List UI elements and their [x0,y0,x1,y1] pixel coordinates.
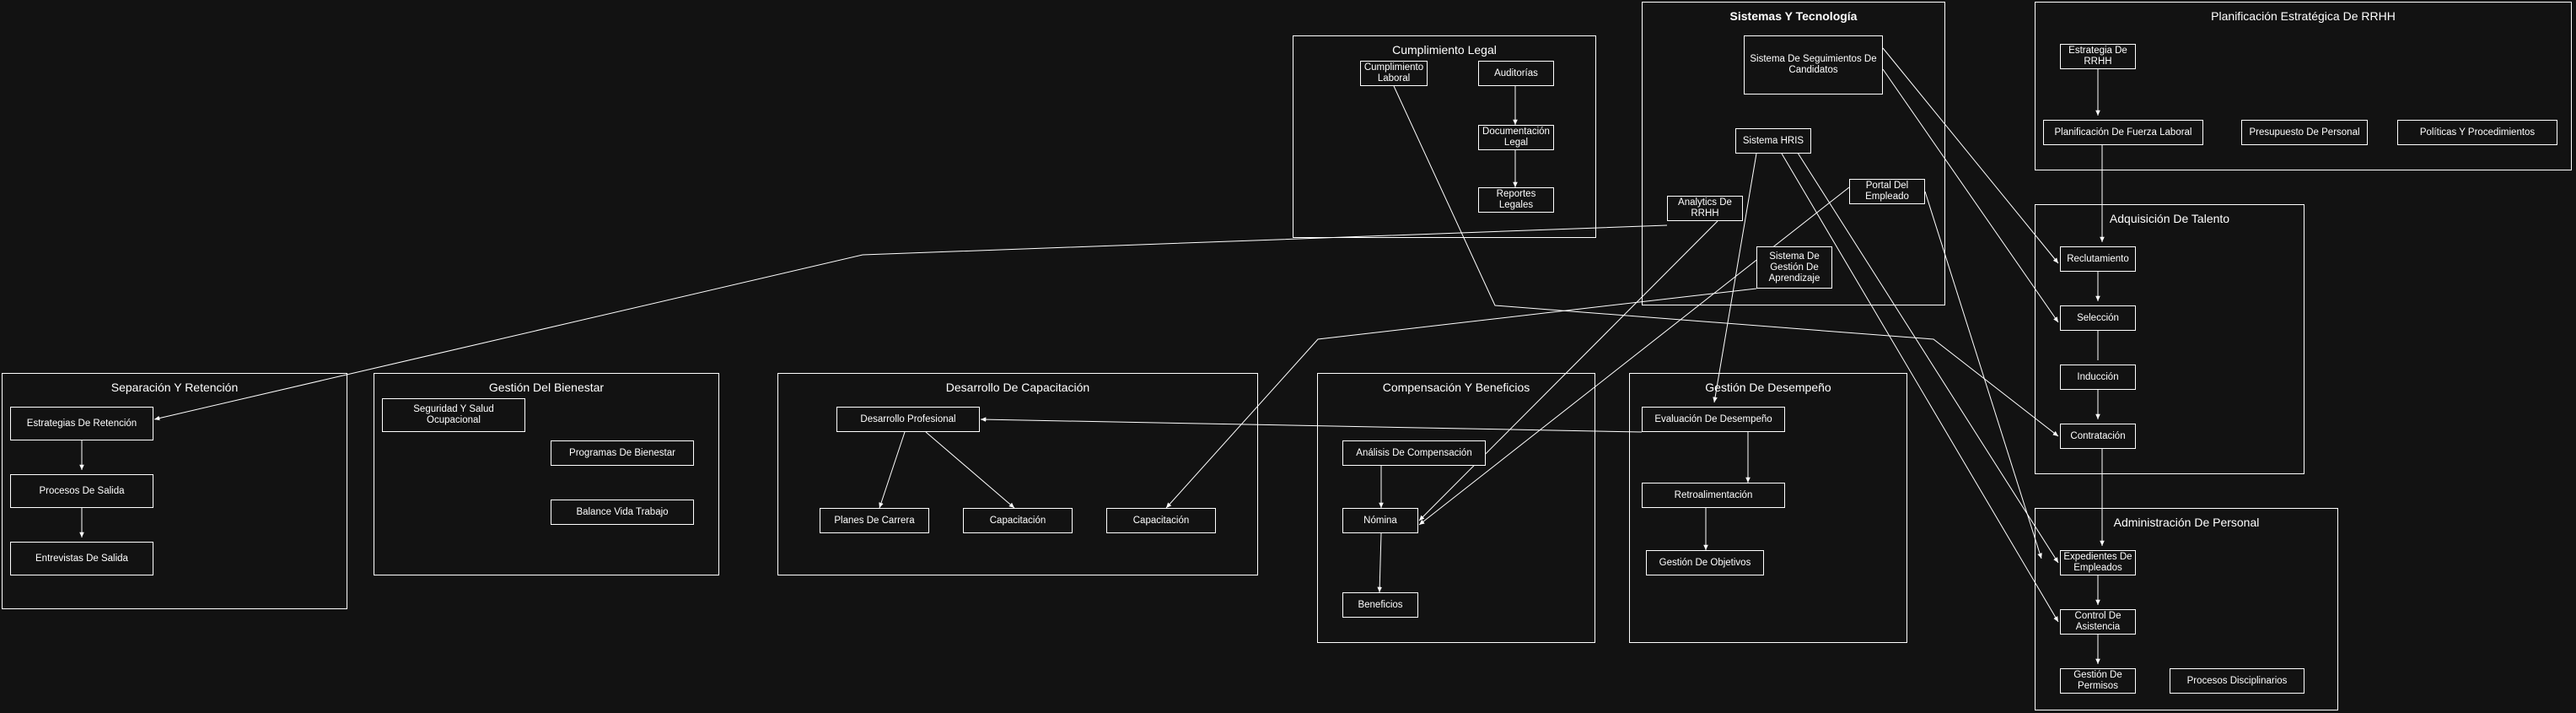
node-portal-empleado[interactable]: Portal Del Empleado [1849,179,1925,204]
node-reclutamiento[interactable]: Reclutamiento [2060,246,2136,272]
group-title: Separación Y Retención [110,381,239,394]
node-politicas-procedimientos[interactable]: Políticas Y Procedimientos [2397,120,2557,145]
group-compensacion-beneficios: Compensación Y Beneficios [1317,373,1595,643]
edge-analytics-retencion [153,224,1668,421]
group-title: Adquisición De Talento [2109,212,2230,225]
group-administracion-personal: Administración De Personal [2035,508,2338,710]
node-sistema-aprendizaje[interactable]: Sistema De Gestión De Aprendizaje [1756,246,1832,289]
group-gestion-bienestar: Gestión Del Bienestar [374,373,719,575]
node-entrevistas-salida[interactable]: Entrevistas De Salida [10,542,153,575]
node-capacitacion-1[interactable]: Capacitación [963,508,1073,533]
node-expedientes-empleados[interactable]: Expedientes De Empleados [2060,550,2136,575]
edge-hris-asistencia [1781,153,2059,623]
node-beneficios[interactable]: Beneficios [1342,592,1418,618]
node-seleccion[interactable]: Selección [2060,305,2136,331]
node-programas-bienestar[interactable]: Programas De Bienestar [551,440,694,466]
node-control-asistencia[interactable]: Control De Asistencia [2060,609,2136,635]
node-analisis-compensacion[interactable]: Análisis De Compensación [1342,440,1486,466]
node-sistema-seguimientos[interactable]: Sistema De Seguimientos De Candidatos [1744,35,1883,95]
edge-portal-expedientes [1924,191,2042,559]
group-cumplimiento-legal: Cumplimiento Legal [1293,35,1596,238]
node-evaluacion-desempeno[interactable]: Evaluación De Desempeño [1642,407,1785,432]
group-desarrollo-capacitacion: Desarrollo De Capacitación [777,373,1258,575]
node-procesos-disciplinarios[interactable]: Procesos Disciplinarios [2170,668,2304,694]
node-retroalimentacion[interactable]: Retroalimentación [1642,483,1785,508]
edge-desarrollo-capacitacion [925,431,1015,509]
node-sistema-hris[interactable]: Sistema HRIS [1735,128,1811,154]
group-sistemas-tecnologia: Sistemas Y Tecnología [1642,2,1945,305]
node-reportes-legales[interactable]: Reportes Legales [1478,187,1554,213]
group-adquisicion-talento: Adquisición De Talento [2035,204,2304,474]
edge-evaluacion-desarrollo [980,417,1643,433]
group-gestion-desempeno: Gestión De Desempeño [1629,373,1907,643]
edge-hris-expedientes [1789,140,2059,564]
node-planes-carrera[interactable]: Planes De Carrera [820,508,929,533]
node-induccion[interactable]: Inducción [2060,365,2136,390]
node-presupuesto-personal[interactable]: Presupuesto De Personal [2241,120,2368,145]
group-planificacion-estrategica: Planificación Estratégica De RRHH [2035,2,2572,170]
node-seguridad-salud[interactable]: Seguridad Y Salud Ocupacional [382,398,525,432]
node-cumplimiento-laboral[interactable]: Cumplimiento Laboral [1360,61,1428,86]
edge-analytics-nomina [1418,220,1718,521]
node-desarrollo-profesional[interactable]: Desarrollo Profesional [836,407,980,432]
node-capacitacion-2[interactable]: Capacitación [1106,508,1216,533]
group-title: Administración De Personal [2113,516,2260,529]
node-documentacion-legal[interactable]: Documentación Legal [1478,125,1554,150]
node-contratacion[interactable]: Contratación [2060,424,2136,449]
group-title: Gestión Del Bienestar [488,381,605,394]
node-estrategias-retencion[interactable]: Estrategias De Retención [10,407,153,440]
edge-portal-nomina [1418,186,1850,526]
group-title: Planificación Estratégica De RRHH [2211,9,2396,23]
group-title: Compensación Y Beneficios [1382,381,1530,394]
node-analytics-rrhh[interactable]: Analytics De RRHH [1667,196,1743,221]
node-planificacion-fuerza[interactable]: Planificación De Fuerza Laboral [2043,120,2203,145]
edge-hris-evaluacion [1713,153,1757,403]
node-procesos-salida[interactable]: Procesos De Salida [10,474,153,508]
group-title: Gestión De Desempeño [1705,381,1831,394]
group-title: Sistemas Y Tecnología [1729,9,1858,23]
node-nomina[interactable]: Nómina [1342,508,1418,533]
edge-seguimientos-seleccion [1882,68,2059,323]
node-estrategia-rrhh[interactable]: Estrategia De RRHH [2060,44,2136,69]
node-auditorias[interactable]: Auditorías [1478,61,1554,86]
group-separacion-retencion: Separación Y Retención [2,373,347,609]
group-title: Cumplimiento Legal [1392,43,1497,57]
node-gestion-permisos[interactable]: Gestión De Permisos [2060,668,2136,694]
node-balance-vida-trabajo[interactable]: Balance Vida Trabajo [551,500,694,525]
edge-nomina-beneficios [1377,532,1382,593]
edge-seguimientos-reclutamiento [1882,47,2059,264]
edge-desarrollo-planes [879,431,906,509]
node-gestion-objetivos[interactable]: Gestión De Objetivos [1646,550,1764,575]
edge-cumplimiento-contratacion [1393,85,2059,437]
group-title: Desarrollo De Capacitación [945,381,1090,394]
edge-aprendizaje-capacitacion [1165,288,1757,509]
